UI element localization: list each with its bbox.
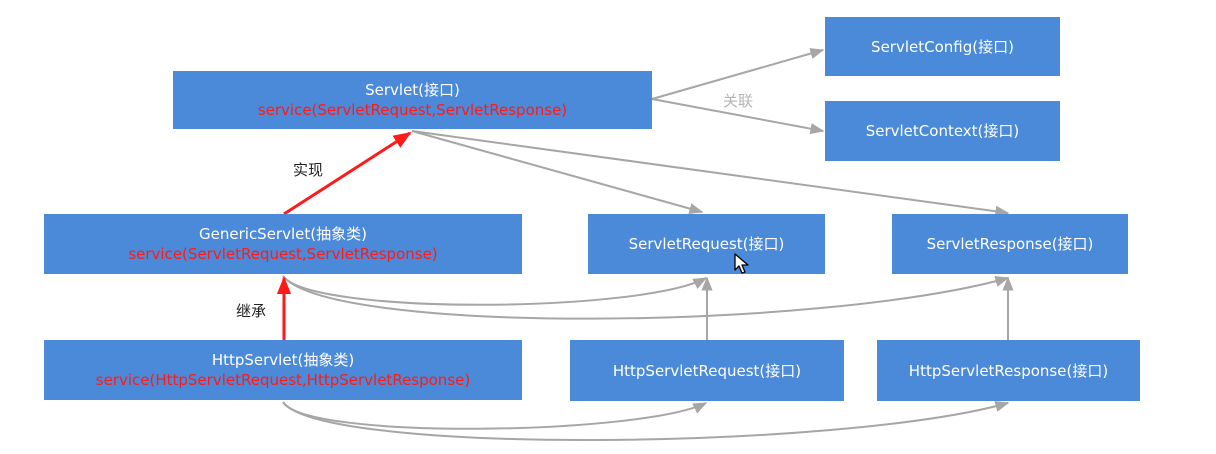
implements-label: 实现 [293,161,324,179]
httpservlet-box: HttpServlet(抽象类) service(HttpServletRequ… [44,340,522,400]
httpservlet-title: HttpServlet(抽象类) [211,351,355,369]
edge-genericservlet-implements-servlet [283,131,412,216]
httpservletresponse-box: HttpServletResponse(接口) [877,340,1140,401]
httpservletrequest-box: HttpServletRequest(接口) [570,340,844,401]
httpservletrequest-title: HttpServletRequest(接口) [612,361,802,380]
edge-servlet-to-servletrequest [411,130,704,215]
servletresponse-box: ServletResponse(接口) [892,214,1128,274]
servlet-method: service(ServletRequest,ServletResponse) [257,101,568,119]
servletresponse-title: ServletResponse(接口) [926,235,1094,253]
servletcontext-title: ServletContext(接口) [865,122,1020,140]
servletconfig-title: ServletConfig(接口) [871,37,1014,56]
httpservletresponse-title: HttpServletResponse(接口) [908,361,1109,380]
servletrequest-title: ServletRequest(接口) [628,235,785,253]
servletcontext-box: ServletContext(接口) [825,101,1060,161]
servlet-title: Servlet(接口) [365,81,460,99]
genericservlet-box: GenericServlet(抽象类) service(ServletReque… [44,214,522,274]
servlet-box: Servlet(接口) service(ServletRequest,Servl… [173,71,652,129]
mouse-cursor-icon [734,253,749,274]
association-label: 关联 [723,92,754,110]
servletrequest-box: ServletRequest(接口) [588,214,825,274]
edge-httpservlet-to-httpservletresponse [282,400,1010,441]
genericservlet-method: service(ServletRequest,ServletResponse) [128,245,438,263]
inherits-label: 继承 [236,302,267,320]
edge-genericservlet-to-servletrequest [282,275,708,306]
edge-genericservlet-to-servletresponse [282,275,1010,320]
httpservlet-method: service(HttpServletRequest,HttpServletRe… [95,371,471,389]
edge-servlet-to-servletresponse [411,130,1010,217]
servletconfig-box: ServletConfig(接口) [825,17,1060,76]
genericservlet-title: GenericServlet(抽象类) [199,225,367,243]
edge-httpservlet-to-httpservletrequest [282,401,708,430]
edge-servlet-to-servletconfig [651,48,825,100]
edge-servlet-to-servletcontext [651,98,825,135]
